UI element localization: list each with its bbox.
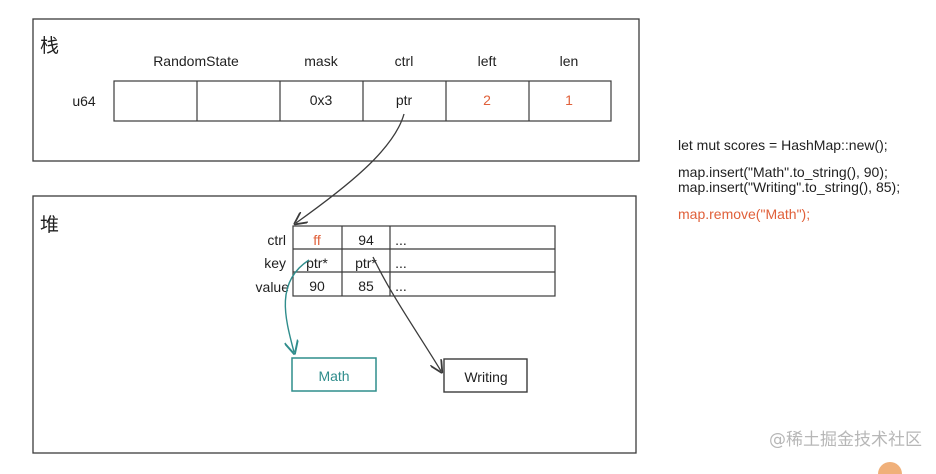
heap-title: 堆 [40, 214, 59, 236]
stack-cell-len-value: 1 [565, 92, 573, 108]
stack-header-ctrl: ctrl [395, 53, 414, 69]
heap-ctrl-cell-2: 94 [358, 232, 374, 248]
math-pointer-arrow [285, 259, 310, 352]
math-node [291, 357, 377, 392]
code-line-insert-math: map.insert("Math".to_string(), 90); [678, 164, 888, 180]
stack-header-mask: mask [304, 53, 338, 69]
stack-header-len: len [560, 53, 579, 69]
stack-row-label: u64 [72, 93, 96, 109]
heap-panel [32, 195, 637, 454]
code-line-insert-writing: map.insert("Writing".to_string(), 85); [678, 179, 901, 195]
heap-key-cell-3: ... [395, 255, 407, 271]
writing-node [443, 358, 528, 393]
heap-ctrl-cell-1: ff [313, 232, 321, 248]
stack-header-left: left [478, 53, 497, 69]
stack-cell-ctrl-value: ptr [396, 92, 413, 108]
writing-pointer-arrow [372, 256, 441, 371]
math-node-label: Math [318, 368, 349, 384]
heap-label-value: value [256, 279, 290, 295]
heap-key-cell-1: ptr* [306, 255, 328, 271]
heap-label-key: key [264, 255, 286, 271]
stack-header-randomstate: RandomState [153, 53, 239, 69]
writing-node-label: Writing [464, 369, 507, 385]
heap-label-ctrl: ctrl [267, 232, 286, 248]
stack-panel [32, 18, 640, 162]
heap-ctrl-cell-3: ... [395, 232, 407, 248]
heap-table [292, 225, 556, 297]
code-panel: let mut scores = HashMap::new(); map.ins… [678, 138, 936, 222]
stack-cell-mask-value: 0x3 [310, 92, 333, 108]
stack-cell-left-value: 2 [483, 92, 491, 108]
heap-value-cell-1: 90 [309, 278, 325, 294]
heap-value-cell-3: ... [395, 278, 407, 294]
code-line-new: let mut scores = HashMap::new(); [678, 137, 888, 153]
heap-key-cell-2: ptr* [355, 255, 377, 271]
watermark: @稀土掘金技术社区 [769, 430, 922, 450]
stack-title: 栈 [40, 35, 59, 57]
heap-value-cell-2: 85 [358, 278, 374, 294]
code-line-remove-math: map.remove("Math"); [678, 206, 811, 222]
stack-ctrl-to-heap-ctrl-arrow [296, 113, 405, 223]
